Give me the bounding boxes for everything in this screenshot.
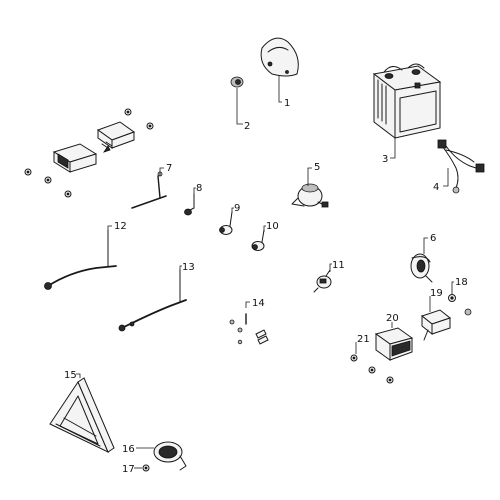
leader-5 [307,167,312,186]
part-16-ring-bracket[interactable] [153,441,187,471]
callout-15: 15 [64,370,77,381]
callout-5: 5 [314,162,320,173]
part-plate-lamp-upper[interactable] [96,121,136,153]
callout-6: 6 [430,233,436,244]
plate-lamp-screws[interactable] [24,108,154,198]
leader-15 [76,373,81,378]
leader-12 [107,225,112,230]
part-4-cable-harness[interactable] [437,139,485,194]
part-plate-lamp-lower[interactable] [52,143,98,173]
callout-17: 17 [122,464,135,475]
callout-10: 10 [266,221,279,232]
leader-4 [443,168,449,187]
leader-14 [245,301,250,308]
part-19-lamp-unit[interactable] [420,308,472,341]
part-10-connector[interactable] [251,229,265,251]
callout-19: 19 [430,288,443,299]
callout-11: 11 [332,260,345,271]
leader-10 [263,225,266,232]
leader-11 [329,263,332,272]
callout-3: 3 [382,154,388,165]
part-12-cable[interactable] [44,229,117,290]
callout-7: 7 [166,163,172,174]
part-5-horn-unit[interactable] [291,183,329,208]
part-1-lamp-lens[interactable] [260,37,299,77]
part-8-bulb-socket[interactable] [184,193,195,216]
callout-2: 2 [244,121,250,132]
leader-8 [193,187,196,196]
leader-9 [231,207,234,212]
part-15-warning-triangle[interactable] [49,377,115,454]
callout-20: 20 [386,313,399,324]
part-9-connector[interactable] [219,211,233,235]
callout-4: 4 [433,182,439,193]
callout-12: 12 [114,221,127,232]
callout-14: 14 [252,298,265,309]
leader-18 [451,281,454,294]
callout-8: 8 [196,183,202,194]
leader-7 [159,167,164,176]
part-18-screw[interactable] [448,294,456,302]
leader-2 [236,88,243,125]
part-14-pins[interactable] [229,313,269,345]
part-3-battery[interactable] [372,63,442,140]
part-6-horn[interactable] [410,253,433,283]
callout-18: 18 [455,277,468,288]
leader-3 [390,138,396,159]
callout-16: 16 [122,444,135,455]
part-7-rod[interactable] [131,171,167,209]
part-11-switch[interactable] [313,269,332,293]
leader-1 [278,76,282,103]
leader-13 [179,265,182,272]
callout-9: 9 [234,203,240,214]
part-20-lamp-housing[interactable] [374,327,414,361]
callout-21: 21 [357,334,370,345]
callout-1: 1 [284,98,290,109]
part-17-screw[interactable] [142,464,150,472]
leader-6 [423,237,428,254]
part-13-cable[interactable] [118,269,187,332]
callout-13: 13 [182,262,195,273]
part-21-screws[interactable] [350,354,394,384]
part-2-grommet[interactable] [230,76,244,88]
